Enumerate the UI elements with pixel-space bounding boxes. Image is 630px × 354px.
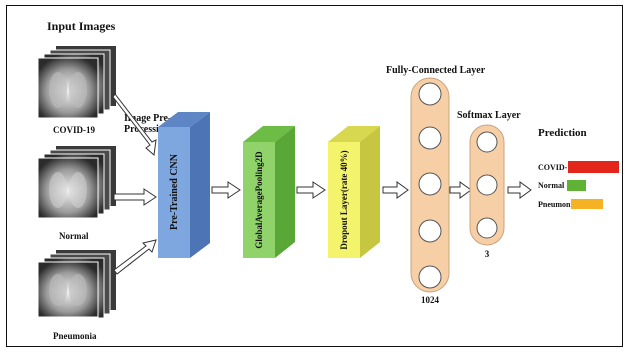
input-stack-normal — [38, 146, 116, 218]
neuron-node — [419, 266, 441, 288]
neuron-node — [477, 218, 497, 238]
fully-connected-layer — [411, 78, 449, 292]
softmax-layer — [470, 125, 504, 245]
neuron-node — [477, 175, 497, 195]
block-dropout-layer: Dropout Layer(rate 40%) — [328, 126, 380, 258]
prediction-heading: Prediction — [538, 127, 587, 139]
arrow-icon — [450, 182, 471, 198]
prediction-label-pneumonia: Pneumonia — [538, 200, 577, 209]
prediction-bar-normal — [567, 180, 586, 191]
input-stack-pneumonia — [38, 250, 116, 318]
arrow-icon — [114, 189, 156, 205]
neuron-node — [419, 220, 441, 242]
xray-image — [38, 58, 98, 118]
fully-connected-heading: Fully-Connected Layer — [386, 65, 486, 76]
xray-image — [38, 158, 98, 218]
input-images-heading: Input Images — [47, 19, 116, 33]
fc-units-label: 1024 — [421, 295, 440, 305]
neuron-node — [419, 127, 441, 149]
input-label-pneumonia: Pneumonia — [53, 331, 97, 341]
block-global-avg-pooling: GlobalAveragePooling2D — [243, 126, 295, 258]
softmax-heading: Softmax Layer — [457, 110, 521, 121]
block-label: Dropout Layer(rate 40%) — [339, 150, 349, 249]
prediction-bar-covid — [568, 161, 619, 173]
input-stack-covid — [38, 46, 116, 118]
prediction-label-normal: Normal — [538, 181, 565, 190]
xray-image — [38, 262, 98, 317]
input-label-normal: Normal — [59, 231, 89, 241]
arrow-icon — [297, 182, 325, 198]
arrow-icon — [508, 182, 531, 198]
input-label-covid: COVID-19 — [53, 125, 95, 135]
prediction-bar-pneumonia — [571, 199, 603, 209]
block-label: GlobalAveragePooling2D — [254, 151, 264, 249]
block-label: Pre-Trained CNN — [169, 153, 180, 230]
arrow-icon — [114, 240, 156, 274]
block-pretrained-cnn: Pre-Trained CNN — [158, 112, 210, 258]
neuron-node — [477, 132, 497, 152]
arrow-icon — [212, 182, 240, 198]
neuron-node — [419, 83, 441, 105]
neuron-node — [419, 173, 441, 195]
arrow-icon — [383, 182, 408, 198]
softmax-units-label: 3 — [485, 249, 490, 259]
